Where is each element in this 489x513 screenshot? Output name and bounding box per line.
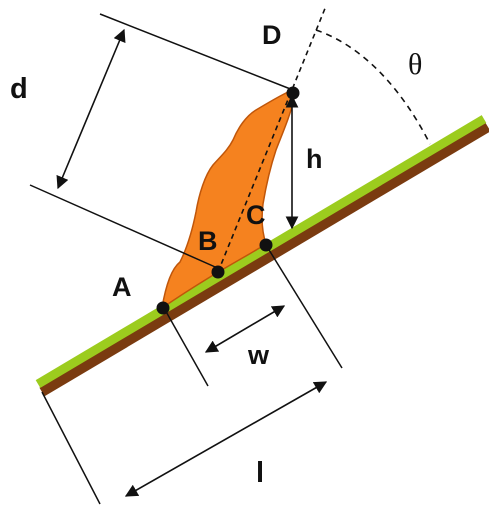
l-dimension-arrow	[124, 381, 328, 497]
label-a: A	[112, 272, 132, 302]
label-w: w	[247, 340, 270, 370]
droplet-shape	[160, 90, 296, 310]
label-l: l	[256, 457, 264, 489]
point-d	[286, 86, 300, 100]
label-d-distance: d	[10, 73, 28, 105]
label-theta: θ	[408, 48, 422, 81]
d-extension-bottom	[29, 184, 223, 271]
label-d-point: D	[262, 20, 282, 50]
label-h: h	[306, 144, 323, 174]
a-extension-line	[163, 307, 209, 387]
label-b: B	[198, 226, 218, 256]
d-dimension-arrow	[56, 28, 126, 190]
point-c	[259, 238, 273, 252]
point-b	[211, 265, 225, 279]
label-c: C	[246, 200, 266, 230]
dashed-axis-line	[217, 5, 327, 273]
inclined-stem	[35, 115, 489, 397]
d-extension-top	[99, 13, 294, 91]
c-extension-line	[265, 244, 343, 369]
l-extension-line	[41, 391, 101, 505]
point-a	[156, 301, 170, 315]
stem-bottom-edge	[39, 122, 489, 397]
stem-top-edge	[35, 115, 487, 388]
theta-arc	[315, 29, 431, 145]
w-dimension-arrow	[204, 305, 286, 353]
